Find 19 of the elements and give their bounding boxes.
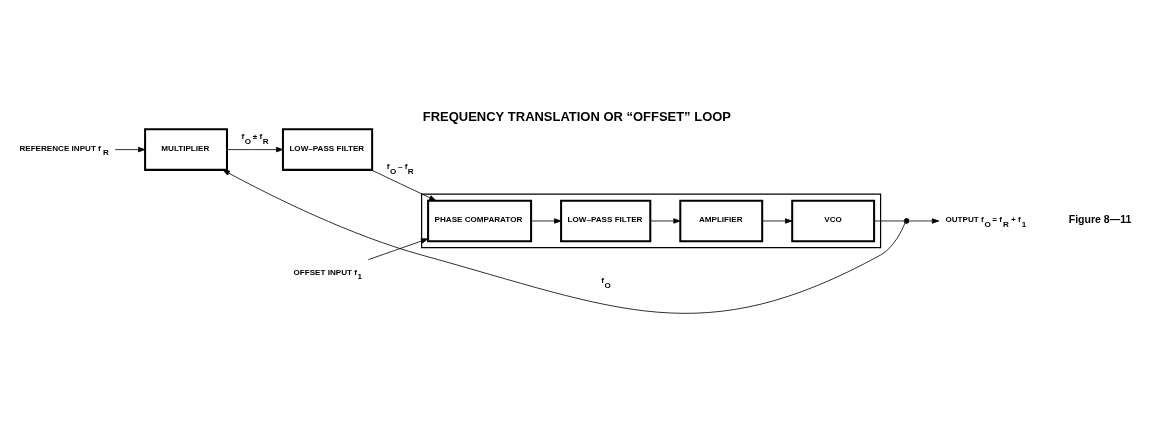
node-box: PHASE COMPARATOR bbox=[427, 199, 533, 243]
node-box: AMPLIFIER bbox=[679, 199, 764, 243]
node-box: MULTIPLIER bbox=[144, 128, 228, 171]
node-circle bbox=[903, 218, 910, 224]
arrow bbox=[762, 218, 793, 224]
connector bbox=[873, 220, 905, 222]
arrow bbox=[531, 218, 562, 224]
arrow bbox=[114, 146, 146, 153]
arrow bbox=[226, 146, 284, 153]
arrow bbox=[371, 169, 437, 202]
caption: Figure 8—11 bbox=[1068, 212, 1132, 225]
node-box: LOW–PASS FILTER bbox=[560, 199, 652, 243]
arrow bbox=[222, 169, 906, 314]
arrow bbox=[367, 238, 429, 261]
arrow bbox=[908, 218, 940, 224]
arrow bbox=[650, 218, 681, 224]
diagram-title: FREQUENCY TRANSLATION OR “OFFSET” LOOP bbox=[422, 109, 731, 125]
node-box: VCO bbox=[791, 199, 876, 243]
node-box: LOW–PASS FILTER bbox=[281, 128, 374, 171]
